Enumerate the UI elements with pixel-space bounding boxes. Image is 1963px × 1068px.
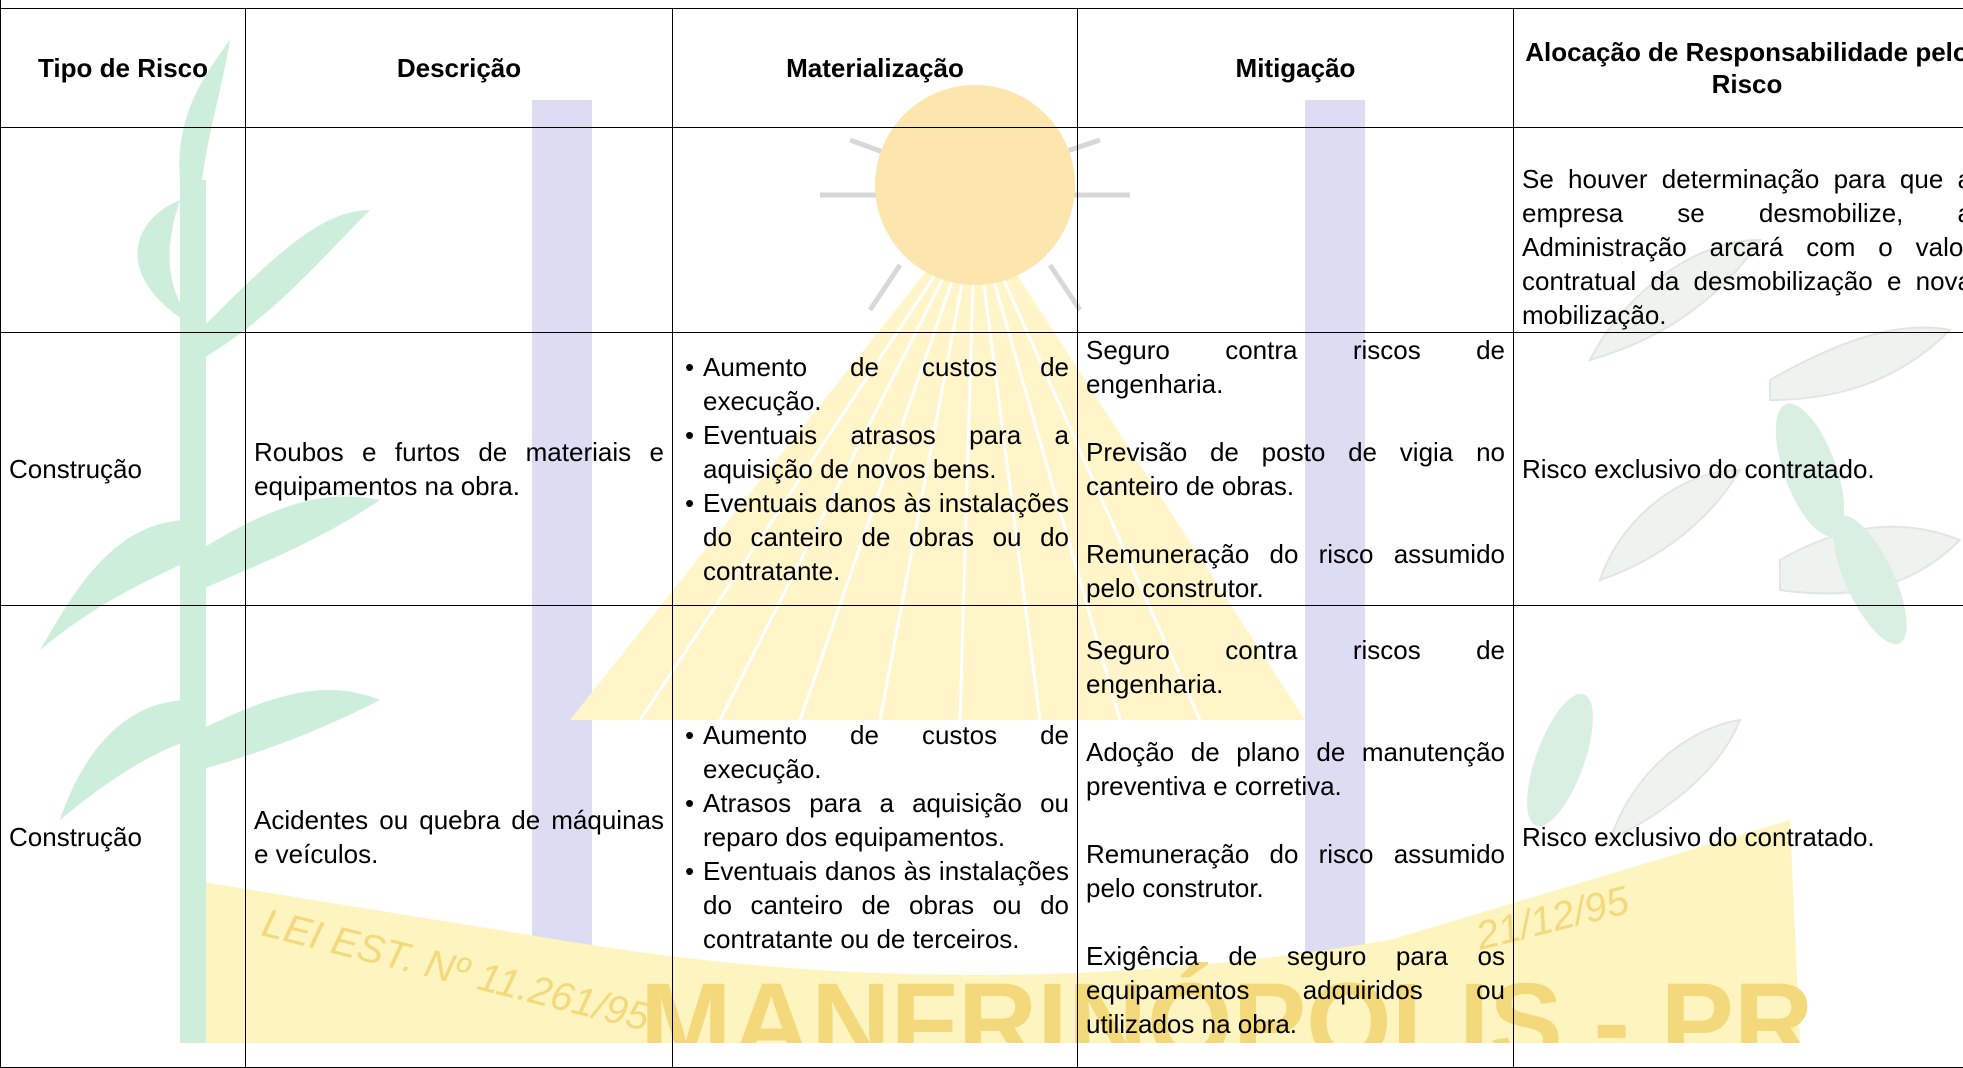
cell-tipo: Construção <box>1 333 246 606</box>
cell-descricao <box>246 128 673 333</box>
cell-tipo <box>1 128 246 333</box>
cell-mitigacao <box>1078 128 1514 333</box>
list-item: Eventuais atrasos para a aquisição de no… <box>703 418 1069 486</box>
cell-descricao: Roubos e furtos de materiais e equipamen… <box>246 333 673 606</box>
list-item: Seguro contra riscos de engenharia. <box>1086 633 1505 701</box>
list-item: Aumento de custos de execução. <box>703 350 1069 418</box>
list-item: Atrasos para a aquisição ou reparo dos e… <box>703 786 1069 854</box>
materializacao-list: Aumento de custos de execução. Atrasos p… <box>681 718 1069 956</box>
list-item: Aumento de custos de execução. <box>703 718 1069 786</box>
cell-alocacao: Risco exclusivo do contratado. <box>1514 606 1963 1068</box>
list-item: Eventuais danos às instalações do cantei… <box>703 854 1069 956</box>
list-item: Exigência de seguro para os equipamentos… <box>1086 939 1505 1041</box>
table-row: Construção Acidentes ou quebra de máquin… <box>1 606 1963 1068</box>
list-item: Remuneração do risco assumido pelo const… <box>1086 537 1505 605</box>
risk-allocation-table: Tipo de Risco Descrição Materialização M… <box>0 8 1963 1068</box>
cell-mitigacao: Seguro contra riscos de engenharia. Adoç… <box>1078 606 1514 1068</box>
cell-alocacao: Risco exclusivo do contratado. <box>1514 333 1963 606</box>
cell-alocacao: Se houver determinação para que a empres… <box>1514 128 1963 333</box>
list-item: Adoção de plano de manutenção preventiva… <box>1086 735 1505 803</box>
list-item: Eventuais danos às instalações do cantei… <box>703 486 1069 588</box>
cell-descricao: Acidentes ou quebra de máquinas e veícul… <box>246 606 673 1068</box>
cell-materializacao <box>673 128 1078 333</box>
cell-materializacao: Aumento de custos de execução. Eventuais… <box>673 333 1078 606</box>
header-descricao: Descrição <box>246 9 673 128</box>
header-materializacao: Materialização <box>673 9 1078 128</box>
list-item: Seguro contra riscos de engenharia. <box>1086 333 1505 401</box>
cell-tipo: Construção <box>1 606 246 1068</box>
cell-materializacao: Aumento de custos de execução. Atrasos p… <box>673 606 1078 1068</box>
list-item: Previsão de posto de vigia no canteiro d… <box>1086 435 1505 503</box>
table-row: Se houver determinação para que a empres… <box>1 128 1963 333</box>
header-alocacao: Alocação de Responsabilidade pelo Risco <box>1514 9 1963 128</box>
list-item: Remuneração do risco assumido pelo const… <box>1086 837 1505 905</box>
header-mitigacao: Mitigação <box>1078 9 1514 128</box>
table-row: Construção Roubos e furtos de materiais … <box>1 333 1963 606</box>
cell-mitigacao: Seguro contra riscos de engenharia. Prev… <box>1078 333 1514 606</box>
table-header-row: Tipo de Risco Descrição Materialização M… <box>1 9 1963 128</box>
header-tipo-de-risco: Tipo de Risco <box>1 9 246 128</box>
materializacao-list: Aumento de custos de execução. Eventuais… <box>681 350 1069 588</box>
table-top-edge <box>0 0 1963 8</box>
